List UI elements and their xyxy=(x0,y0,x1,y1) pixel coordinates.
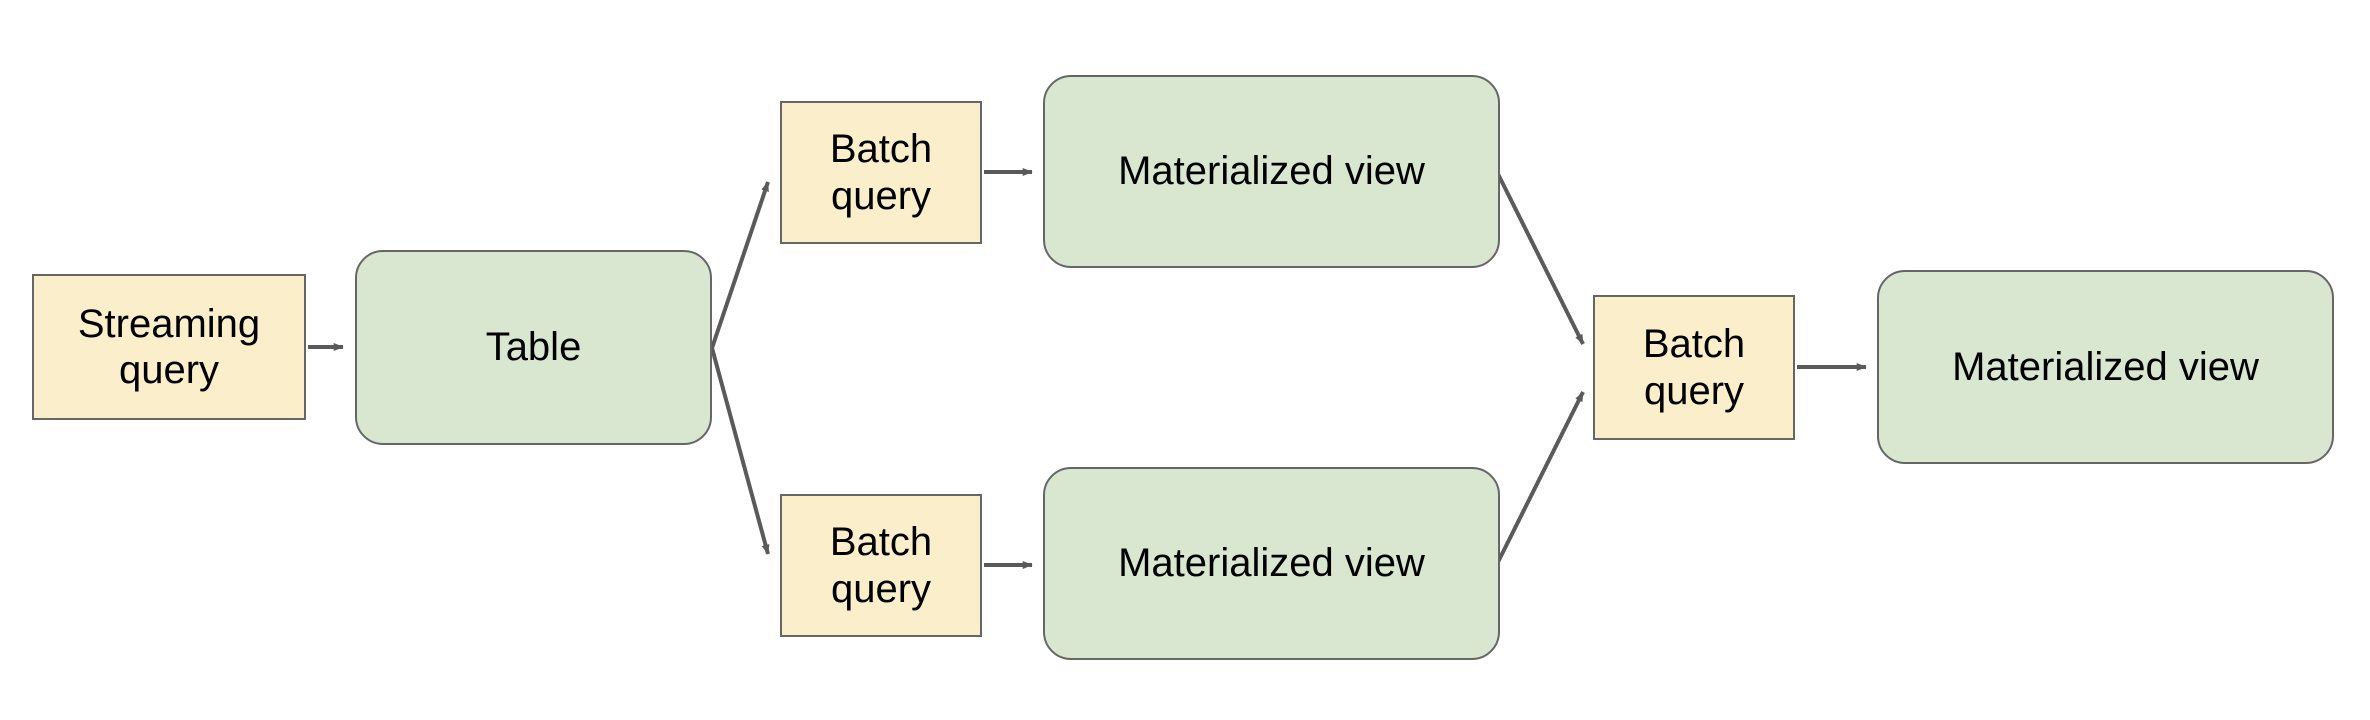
node-batch-query-top-label: Batch query xyxy=(829,127,933,218)
node-streaming-query-label: Streaming query xyxy=(77,301,261,392)
node-table-label: Table xyxy=(485,325,582,370)
node-materialized-view-final-label: Materialized view xyxy=(1952,344,2259,389)
node-materialized-view-final[interactable]: Materialized view xyxy=(1877,270,2334,464)
edge-table-to-batch-query-bottom xyxy=(710,347,770,555)
edge-materialized-view-bottom-to-batch-query-final xyxy=(1495,391,1585,565)
node-batch-query-final-label: Batch query xyxy=(1642,322,1746,413)
node-streaming-query[interactable]: Streaming query xyxy=(32,274,306,420)
node-materialized-view-top[interactable]: Materialized view xyxy=(1043,75,1500,268)
node-batch-query-final[interactable]: Batch query xyxy=(1593,295,1795,440)
node-batch-query-bottom-label: Batch query xyxy=(829,520,933,611)
node-batch-query-bottom[interactable]: Batch query xyxy=(780,494,982,637)
edge-materialized-view-top-to-batch-query-final xyxy=(1495,171,1585,345)
node-materialized-view-top-label: Materialized view xyxy=(1118,149,1425,194)
node-batch-query-top[interactable]: Batch query xyxy=(780,101,982,244)
edge-table-to-batch-query-top xyxy=(710,181,770,349)
node-materialized-view-bottom-label: Materialized view xyxy=(1118,541,1425,586)
node-materialized-view-bottom[interactable]: Materialized view xyxy=(1043,467,1500,660)
node-table[interactable]: Table xyxy=(355,250,712,445)
